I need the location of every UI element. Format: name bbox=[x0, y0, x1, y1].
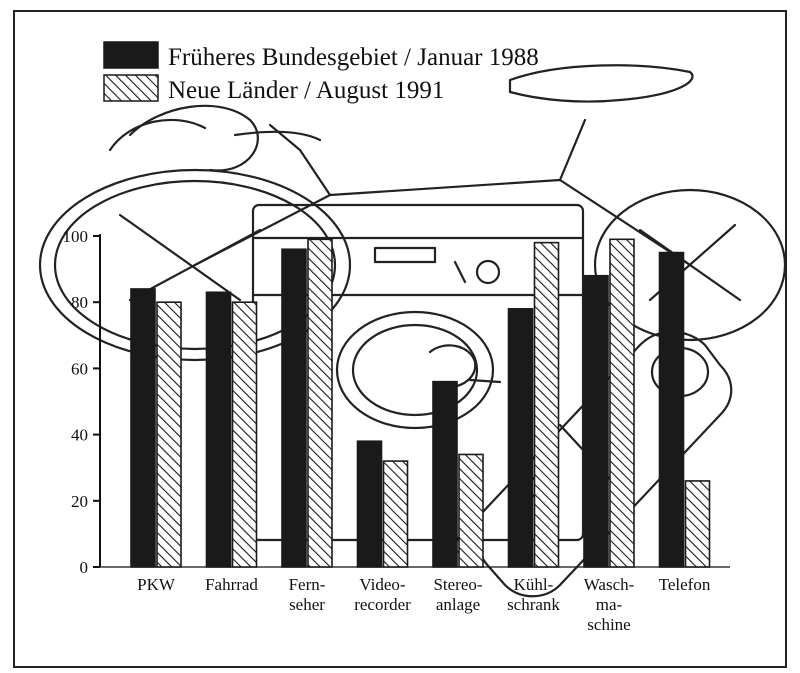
legend-label-1991: Neue Länder / August 1991 bbox=[168, 77, 444, 104]
category-label: Fahrrad bbox=[205, 575, 258, 594]
bar-hatched bbox=[156, 301, 182, 568]
category-label: schine bbox=[587, 615, 630, 634]
category-label: ma- bbox=[596, 595, 623, 614]
legend: Früheres Bundesgebiet / Januar 1988 Neue… bbox=[103, 41, 539, 104]
y-tick-label: 40 bbox=[71, 426, 88, 445]
bar-hatched bbox=[231, 301, 258, 568]
y-tick-label: 0 bbox=[80, 558, 89, 577]
legend-swatch-solid bbox=[103, 41, 159, 69]
bar-hatched bbox=[684, 480, 711, 568]
bar-solid bbox=[130, 288, 156, 568]
bars bbox=[130, 238, 711, 568]
bar-hatched bbox=[609, 238, 635, 568]
bar-solid bbox=[583, 274, 609, 568]
bar-solid bbox=[432, 380, 458, 568]
category-label: seher bbox=[289, 595, 325, 614]
category-label: Wasch- bbox=[584, 575, 635, 594]
legend-swatch-hatched bbox=[103, 74, 159, 102]
category-label: anlage bbox=[436, 595, 480, 614]
category-label: Video- bbox=[359, 575, 406, 594]
y-tick-label: 20 bbox=[71, 492, 88, 511]
bicycle-drawing bbox=[38, 64, 787, 362]
category-label: PKW bbox=[137, 575, 176, 594]
bar-solid bbox=[658, 251, 685, 568]
category-label: Stereo- bbox=[433, 575, 482, 594]
bar-hatched bbox=[533, 241, 560, 568]
bar-solid bbox=[205, 291, 232, 568]
bar-hatched bbox=[307, 238, 333, 568]
category-label: schrank bbox=[507, 595, 560, 614]
legend-label-1988: Früheres Bundesgebiet / Januar 1988 bbox=[168, 44, 539, 71]
category-label: recorder bbox=[354, 595, 411, 614]
bar-solid bbox=[507, 308, 534, 568]
category-label: Telefon bbox=[659, 575, 711, 594]
category-label: Fern- bbox=[289, 575, 326, 594]
y-tick-label: 100 bbox=[63, 227, 89, 246]
bar-solid bbox=[281, 248, 307, 568]
category-labels: PKW Fahrrad Fern-seher Video-recorder Stereo… bbox=[137, 575, 711, 634]
bar-hatched bbox=[458, 453, 484, 568]
category-label: Kühl- bbox=[514, 575, 554, 594]
y-tick-label: 60 bbox=[71, 359, 88, 378]
bar-hatched bbox=[382, 460, 409, 568]
y-tick-label: 80 bbox=[71, 293, 88, 312]
bar-solid bbox=[356, 440, 383, 568]
y-axis: 0 20 40 60 80 100 bbox=[63, 227, 730, 577]
